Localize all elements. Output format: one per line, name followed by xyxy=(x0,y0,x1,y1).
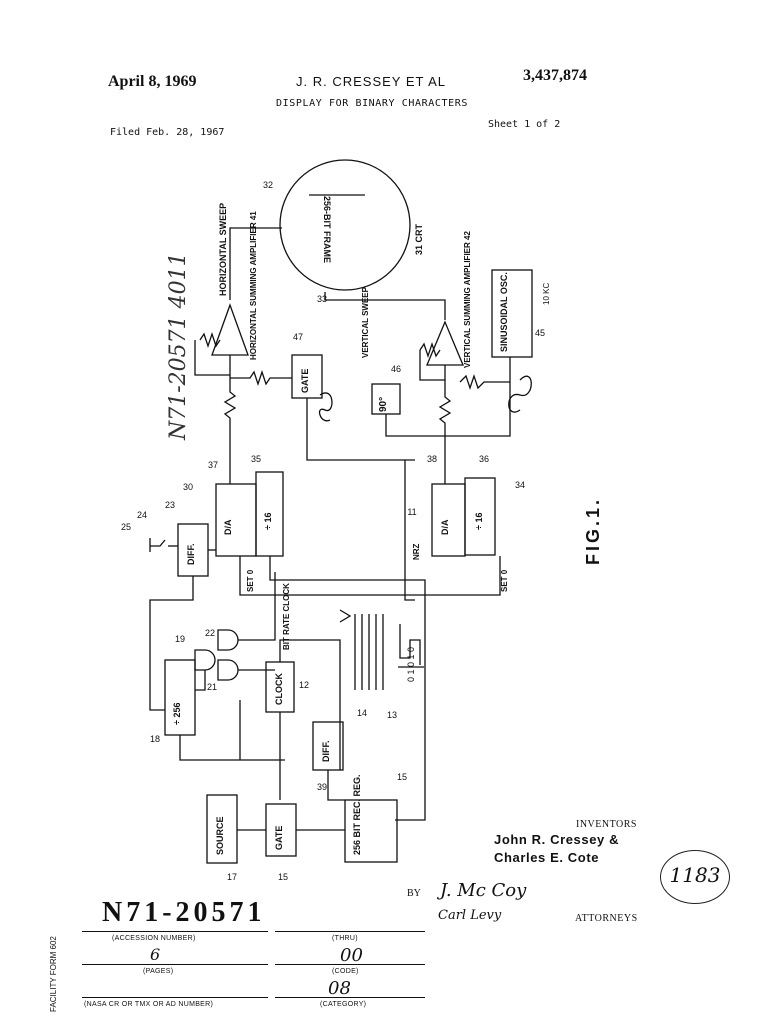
nrz-label: NRZ xyxy=(412,543,421,560)
v-amp-label: VERTICAL SUMMING AMPLIFIER 42 xyxy=(463,231,472,368)
circled-number-ring: 1183 xyxy=(660,850,730,904)
ref-numeral: 23 xyxy=(165,500,175,510)
ref-numeral: 13 xyxy=(387,710,397,720)
oscillator-label: SINUSOIDAL OSC. xyxy=(499,272,509,352)
ref-numeral: 18 xyxy=(150,734,160,744)
div16-36-label: ÷ 16 xyxy=(474,512,484,530)
code-rule xyxy=(275,964,425,965)
filed-date: Filed Feb. 28, 1967 xyxy=(110,127,225,138)
ref-numeral: 15 xyxy=(397,772,407,782)
vertical-sweep-label: VERTICAL SWEEP xyxy=(361,287,370,358)
diff-23-label: DIFF. xyxy=(186,543,196,566)
attorneys-label: ATTORNEYS xyxy=(575,913,638,924)
pages-caption: (PAGES) xyxy=(143,968,174,975)
sheet-number: Sheet 1 of 2 xyxy=(488,119,561,130)
patent-number: 3,437,874 xyxy=(523,67,587,84)
crt-circle xyxy=(279,159,411,291)
attorney-signature-1: J. Mc Coy xyxy=(440,880,527,901)
set0-b-label: SET 0 xyxy=(500,569,509,592)
phase-shift-label: 90° xyxy=(378,396,389,412)
clock-label: CLOCK xyxy=(274,673,284,705)
figure-label: FIG.1. xyxy=(583,496,603,565)
set0-a-label: SET 0 xyxy=(246,569,255,592)
ref-numeral: 25 xyxy=(121,522,131,532)
ref-numeral: 46 xyxy=(391,364,401,374)
ref-numeral: 15 xyxy=(278,872,288,882)
ref-numeral: 47 xyxy=(293,332,303,342)
da-38-label: D/A xyxy=(440,519,450,536)
ref-numeral: 33 xyxy=(317,294,327,304)
ref-numeral: 17 xyxy=(227,872,237,882)
by-label: BY xyxy=(407,888,421,899)
ref-numeral: 21 xyxy=(207,682,217,692)
ref-numeral: 38 xyxy=(427,454,437,464)
gate-47-label: GATE xyxy=(300,368,310,393)
da-37-label: D/A xyxy=(223,519,233,536)
accession-number: N71-20571 xyxy=(102,897,266,928)
h-amp-label: HORIZONTAL SUMMING AMPLIFIER 41 xyxy=(249,211,258,360)
facility-form-id: FACILITY FORM 602 xyxy=(49,936,58,1012)
horizontal-sweep-label: HORIZONTAL SWEEP xyxy=(218,202,228,296)
inventors-label: INVENTORS xyxy=(576,819,637,830)
pages-rule xyxy=(82,964,268,965)
bit-rate-clock-label: BIT RATE CLOCK xyxy=(282,583,291,650)
accession-caption: (ACCESSION NUMBER) xyxy=(112,935,196,942)
div256-label: ÷ 256 xyxy=(172,702,182,725)
source-label: SOURCE xyxy=(215,816,225,855)
ref-numeral: 34 xyxy=(515,480,525,490)
pages-value: 6 xyxy=(150,945,161,964)
ref-numeral: 30 xyxy=(183,482,193,492)
thru-caption: (THRU) xyxy=(332,935,358,942)
thru-rule xyxy=(275,931,425,932)
patent-date: April 8, 1969 xyxy=(108,73,197,90)
h-amp-triangle xyxy=(211,303,249,356)
diff-39-label: DIFF. xyxy=(321,740,331,763)
ref-numeral: 37 xyxy=(208,460,218,470)
ref-numeral: 14 xyxy=(357,708,367,718)
code-caption: (CODE) xyxy=(332,968,359,975)
patent-title: DISPLAY FOR BINARY CHARACTERS xyxy=(276,98,468,109)
inventor-name-2: Charles E. Cote xyxy=(494,850,600,865)
ref-numeral: 12 xyxy=(299,680,309,690)
osc-freq-label: 10 KC xyxy=(542,282,551,305)
ref-numeral: 39 xyxy=(317,782,327,792)
div16-35-label: ÷ 16 xyxy=(263,512,273,530)
accession-rule xyxy=(82,931,268,932)
ref-numeral: 24 xyxy=(137,510,147,520)
ref-numeral: 32 xyxy=(263,180,273,190)
crt-label: 31 CRT xyxy=(414,223,424,255)
bit-pattern-label: 0 1 0 1 0 xyxy=(406,646,416,682)
category-caption: (CATEGORY) xyxy=(320,1001,367,1008)
register-label: 256 BIT REC. REG. xyxy=(352,774,362,855)
ref-numeral: 36 xyxy=(479,454,489,464)
ref-numeral: 45 xyxy=(535,328,545,338)
handwritten-margin-number: N71-20571 4011 xyxy=(166,252,191,440)
code-value: 00 xyxy=(340,945,363,966)
ref-numeral: 22 xyxy=(205,628,215,638)
circled-number: 1183 xyxy=(669,863,721,887)
gate-17-label: GATE xyxy=(274,825,284,850)
nasa-rule xyxy=(82,997,268,998)
attorney-signature-2: Carl Levy xyxy=(438,908,502,923)
crt-frame-label: 256-BIT FRAME xyxy=(322,196,332,264)
category-rule xyxy=(275,997,425,998)
ref-numeral: 11 xyxy=(407,507,416,517)
inventor-short: J. R. CRESSEY ET AL xyxy=(296,74,447,89)
ref-numeral: 19 xyxy=(175,634,185,644)
category-value: 08 xyxy=(328,978,351,999)
inventor-name-1: John R. Cressey & xyxy=(494,832,620,847)
ref-numeral: 35 xyxy=(251,454,261,464)
nasa-caption: (NASA CR OR TMX OR AD NUMBER) xyxy=(84,1001,214,1008)
